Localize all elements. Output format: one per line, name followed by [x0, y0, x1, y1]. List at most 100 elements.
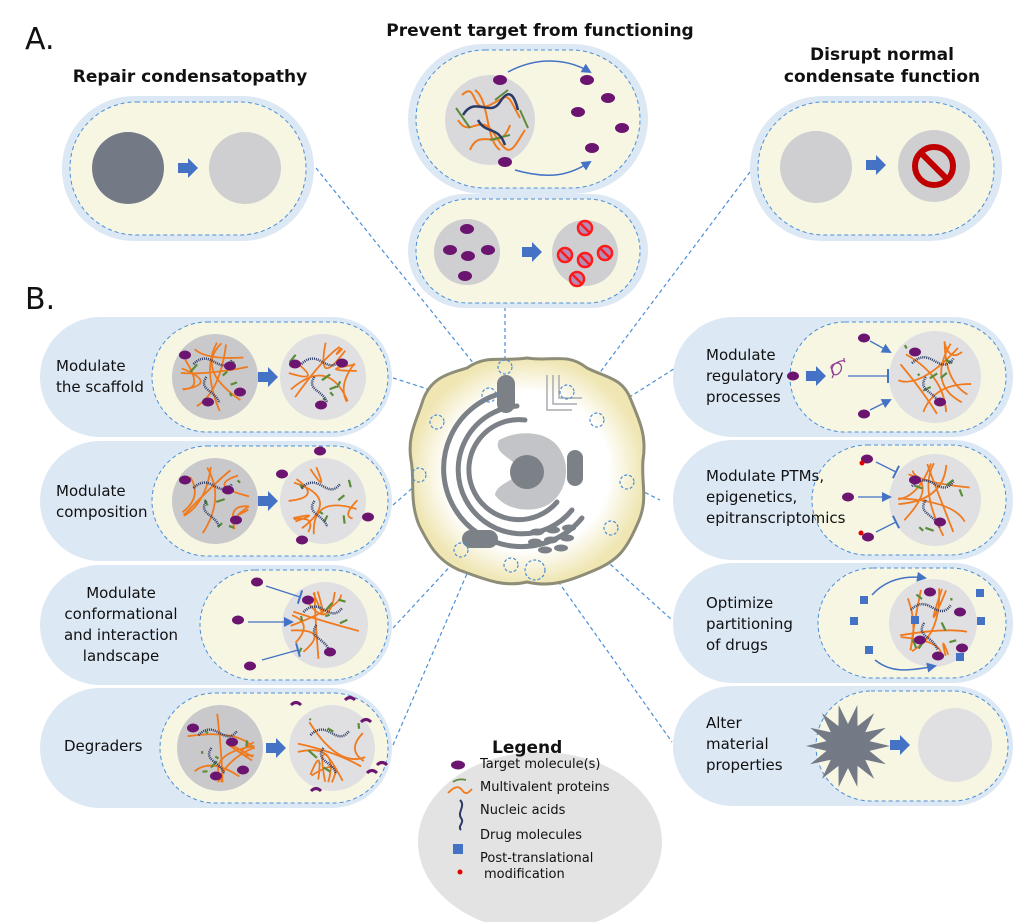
legend-ptm-line1: Post-translational	[480, 851, 594, 866]
label-line: Alter	[706, 714, 742, 732]
label-line: the scaffold	[56, 378, 144, 396]
target-molecule	[314, 446, 326, 456]
nucleic-acid	[197, 728, 239, 738]
label-line: Optimize	[706, 594, 774, 612]
label-line: partitioning	[706, 615, 793, 633]
heading-disrupt-line2: condensate function	[783, 67, 981, 87]
multivalent-protein	[245, 740, 249, 747]
multivalent-protein	[196, 344, 227, 407]
multivalent-protein	[180, 365, 249, 375]
multivalent-protein	[329, 385, 337, 391]
connector-lines	[315, 167, 751, 746]
target-molecule	[230, 515, 242, 525]
panel-modulate-conformational	[40, 565, 392, 685]
target-molecule	[232, 615, 244, 625]
abnormal-condensate	[92, 132, 164, 204]
drug-molecule	[850, 617, 858, 625]
legend	[418, 752, 662, 922]
label-modulate-conformational: Modulate conformational and interaction …	[56, 583, 186, 667]
cell-illustration	[408, 356, 646, 586]
multivalent-protein	[903, 344, 908, 350]
nucleic-acid-icon	[458, 799, 464, 831]
multivalent-protein	[237, 505, 250, 516]
legend-ptm-line2: modification	[484, 867, 565, 882]
multivalent-protein	[299, 615, 304, 622]
ptm-icon	[457, 869, 463, 875]
multivalent-protein	[292, 514, 311, 523]
multivalent-protein	[338, 598, 346, 603]
multivalent-protein	[354, 732, 365, 762]
label-line: landscape	[82, 647, 160, 665]
target-molecule	[179, 350, 191, 360]
label-line: Modulate PTMs,	[706, 467, 825, 485]
multivalent-protein	[291, 614, 305, 644]
panel-modulate-scaffold	[40, 317, 392, 437]
nucleic-acid	[207, 747, 226, 775]
multivalent-protein	[325, 602, 334, 611]
multivalent-protein	[925, 526, 934, 532]
multivalent-protein	[335, 380, 342, 389]
panel-degraders	[40, 688, 392, 808]
multivalent-protein	[223, 474, 250, 498]
target-molecule	[244, 661, 256, 671]
nucleic-acid	[310, 376, 329, 404]
nucleic-acid	[302, 605, 344, 615]
drug-molecule-icon	[453, 844, 463, 854]
legend-label-target: Target molecule(s)	[480, 757, 601, 772]
multivalent-protein	[318, 510, 324, 515]
label-line: composition	[56, 503, 148, 521]
target-molecule	[222, 485, 234, 495]
label-line: of drugs	[706, 636, 768, 654]
multivalent-protein	[898, 464, 948, 505]
target-molecule	[842, 492, 854, 502]
multivalent-protein	[181, 367, 202, 391]
multivalent-protein	[917, 643, 923, 650]
multivalent-protein	[222, 370, 228, 377]
normal-condensate	[209, 132, 281, 204]
target-molecule	[914, 635, 926, 645]
multivalent-protein	[357, 723, 361, 729]
target-molecule	[224, 361, 236, 371]
panel-prevent-target-release	[408, 44, 648, 194]
multivalent-protein	[898, 347, 959, 383]
heading-disrupt-function: Disrupt normal condensate function	[740, 44, 1024, 88]
panel-alter-material	[673, 686, 1013, 806]
multivalent-protein	[313, 592, 320, 659]
multivalent-protein	[236, 479, 241, 484]
label-line: properties	[706, 756, 783, 774]
label-degraders: Degraders	[64, 736, 142, 757]
target-molecule	[909, 347, 921, 357]
panel-modulate-ptms	[673, 440, 1013, 560]
multivalent-protein	[915, 593, 923, 600]
multivalent-protein	[288, 478, 309, 502]
panel-repair-condensatopathy	[62, 96, 314, 241]
nucleic-acid	[911, 356, 955, 366]
target-molecule	[956, 643, 968, 653]
target-molecule	[202, 397, 214, 407]
multivalent-protein	[918, 526, 924, 532]
transition-arrow-icon	[266, 738, 286, 758]
prohibited-icon	[912, 144, 956, 188]
degraded-fragment	[309, 787, 323, 793]
target-molecule	[226, 737, 238, 747]
multivalent-protein	[347, 479, 352, 488]
multivalent-protein	[204, 730, 209, 735]
legend-label-proteins: Multivalent proteins	[480, 780, 610, 795]
multivalent-protein	[202, 467, 217, 534]
multivalent-protein	[293, 610, 360, 632]
multivalent-protein	[329, 391, 335, 397]
target-molecule	[315, 400, 327, 410]
drug-molecule	[911, 616, 919, 624]
drug-molecule	[956, 653, 964, 661]
panel-disrupt-function	[750, 96, 1002, 241]
transition-arrow-icon	[258, 367, 278, 387]
multivalent-protein	[899, 629, 968, 637]
multivalent-protein	[922, 383, 972, 413]
heading-prevent-target: Prevent target from functioning	[386, 21, 694, 41]
target-molecule	[909, 475, 921, 485]
label-alter-material: Alter material properties	[706, 713, 783, 776]
label-line: and interaction	[63, 626, 179, 644]
inhibited-targets	[556, 219, 614, 288]
transition-arrow-icon	[258, 491, 278, 511]
target-molecule	[234, 387, 246, 397]
